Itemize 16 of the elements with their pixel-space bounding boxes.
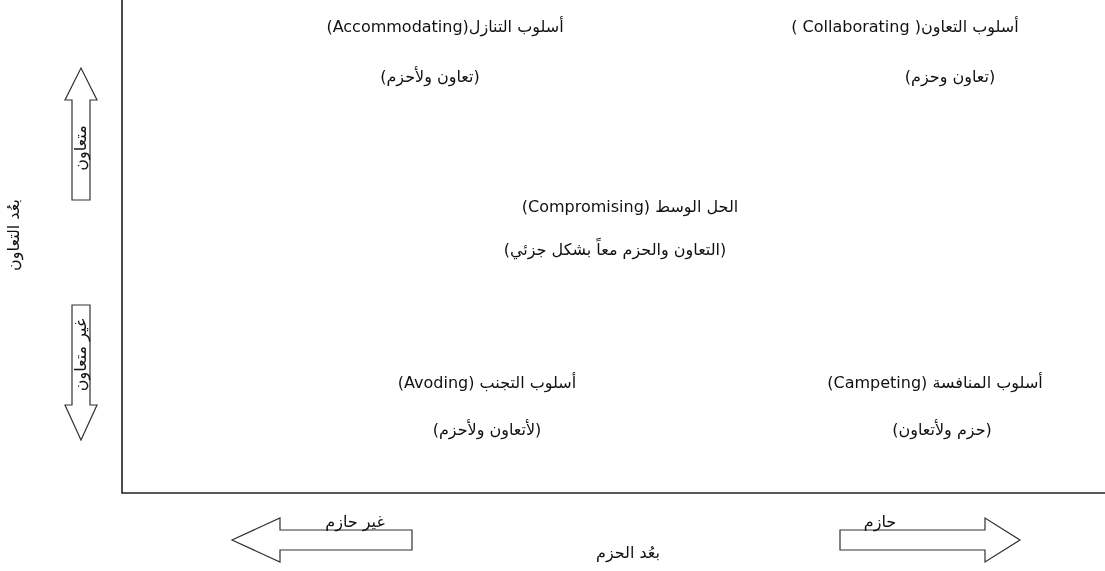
axis-title: بعُد التعاون [4, 199, 24, 271]
style-label: أسلوب التعاون( Collaborating ) [791, 17, 1019, 37]
style-label: أسلوب المنافسة (Campeting) [827, 373, 1043, 393]
style-label: الحل الوسط (Compromising) [521, 197, 739, 217]
style-label: أسلوب التجنب (Avoding) [397, 373, 577, 393]
axis-title: بعُد الحزم [596, 543, 660, 563]
arrow-text: غير حازم [325, 512, 385, 532]
style-label: (حزم ولأتعاون) [892, 420, 992, 440]
arrow-text: متعاون [71, 125, 91, 171]
style-label: أسلوب التنازل(Accommodating) [326, 17, 564, 37]
arrow-text: حازم [863, 512, 897, 532]
style-label: (تعاون ولأحزم) [380, 67, 480, 87]
style-label: (التعاون والحزم معاً بشكل جزئي) [503, 240, 727, 260]
arrow-text: غير متعاون [71, 318, 91, 392]
style-label: (تعاون وحزم) [904, 67, 996, 87]
style-label: (لأتعاون ولأحزم) [432, 420, 542, 440]
